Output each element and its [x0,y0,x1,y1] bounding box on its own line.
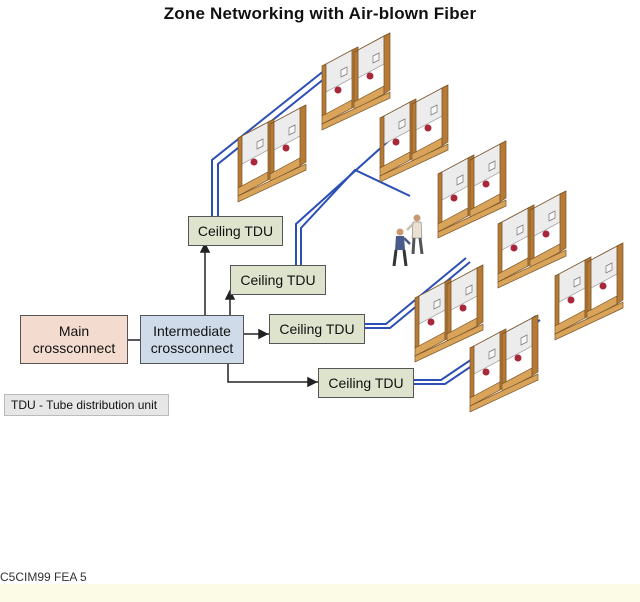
fiber-tdu1-b [217,61,346,216]
main-crossconnect-box: Main crossconnect [20,315,128,364]
cubicle-cluster-1 [237,104,307,203]
intermediate-crossconnect-box: Intermediate crossconnect [140,315,244,364]
intermediate-crossconnect-label: Intermediate crossconnect [150,322,234,356]
figure-credit: C5CIM99 FEA 5 [0,570,87,584]
fiber-tdu3-b [365,257,467,325]
arrow-tdu2 [224,289,236,300]
cubicle-cluster-6 [414,264,484,363]
cubicle-cluster-2 [321,32,391,131]
fiber-tdu2-b [300,168,411,265]
ceiling-tdu-4: Ceiling TDU [318,368,414,398]
cubicle-cluster-5 [497,190,567,289]
ceiling-tdu-3: Ceiling TDU [269,314,365,344]
ceiling-tdu-3-label: Ceiling TDU [279,320,355,337]
diagram-title: Zone Networking with Air-blown Fiber [163,4,477,23]
ceiling-tdu-2: Ceiling TDU [230,265,326,295]
footer-band [0,584,640,602]
intermediate-to-tdu4-line [227,364,318,383]
cubicle-cluster-7 [554,242,624,341]
fiber-tdu1-a [211,57,341,216]
connector-lines [128,242,318,388]
person-figure-2 [406,214,424,255]
ceiling-tdu-2-label: Ceiling TDU [240,271,316,288]
cubicle-clusters [237,32,624,413]
arrow-tdu1 [199,242,211,253]
fiber-tdu2-a [295,135,395,265]
ceiling-tdu-1-label: Ceiling TDU [197,222,274,239]
cubicle-cluster-4 [437,140,507,239]
ceiling-tdu-4-label: Ceiling TDU [328,374,404,391]
cubicle-cluster-8 [469,314,539,413]
cubicle-cluster-3 [379,84,449,183]
main-crossconnect-label: Main crossconnect [32,322,116,356]
ceiling-tdu-1: Ceiling TDU [188,216,283,246]
legend-box: TDU - Tube distribution unit [4,394,169,416]
arrow-tdu4 [307,376,318,388]
arrow-tdu3 [258,328,269,340]
person-figure-1 [392,228,411,267]
